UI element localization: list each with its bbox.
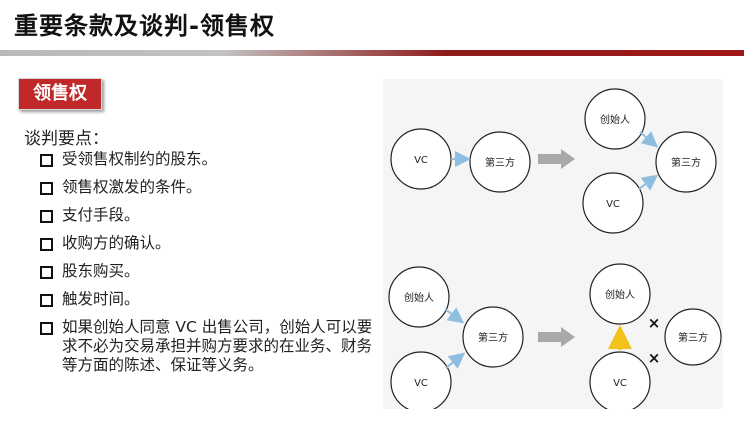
drag-along-diagram: VC 第三方 创始人 VC 第三方 创始人 VC 第三方 创始人 VC 第三方: [383, 79, 723, 409]
checkbox-bullet-icon: [40, 154, 53, 167]
list-item: 领售权激发的条件。: [40, 178, 380, 197]
bottom-left-vc-label: VC: [414, 378, 428, 389]
checkbox-bullet-icon: [40, 322, 53, 335]
checkbox-bullet-icon: [40, 266, 53, 279]
checkbox-bullet-icon: [40, 238, 53, 251]
top-transition-arrow: [538, 149, 575, 169]
top-right-founder-node: [584, 88, 646, 150]
bottom-right-vc-node: [589, 351, 651, 409]
list-item: 收购方的确认。: [40, 234, 380, 253]
top-right-vc-node: [582, 172, 644, 234]
bottom-left-founder-node: [388, 266, 450, 328]
bottom-left-founder-label: 创始人: [404, 291, 434, 304]
checkbox-bullet-icon: [40, 182, 53, 195]
section-badge: 领售权: [18, 78, 102, 110]
points-heading: 谈判要点：: [24, 129, 109, 149]
top-left-third-party-label: 第三方: [485, 156, 515, 169]
checkbox-bullet-icon: [40, 210, 53, 223]
bottom-right-third-party-label: 第三方: [678, 331, 708, 344]
list-item: 触发时间。: [40, 290, 380, 309]
top-right-vc-label: VC: [606, 199, 620, 210]
bottom-left-vc-node: [390, 351, 452, 409]
bottom-right-cross-2: ×: [648, 349, 661, 367]
bottom-left-third-party-node: [462, 306, 524, 368]
bottom-transition-arrow: [538, 327, 575, 347]
bottom-right-founder-node: [589, 263, 651, 325]
bottom-right-founder-label: 创始人: [605, 288, 635, 301]
bottom-right-third-party-node: [664, 308, 722, 366]
top-right-arrow-founder: [639, 131, 659, 148]
list-item: 如果创始人同意 VC 出售公司，创始人可以要求不必为交易承担并购方要求的在业务、…: [40, 318, 380, 375]
list-item: 支付手段。: [40, 206, 380, 225]
top-left-vc-label: VC: [414, 155, 428, 166]
top-right-arrow-vc: [638, 174, 659, 191]
top-right-third-party-node: [655, 131, 717, 193]
title-divider: [0, 50, 744, 56]
bottom-left-arrow-vc: [445, 352, 466, 369]
page-title: 重要条款及谈判-领售权: [14, 12, 275, 40]
top-right-founder-label: 创始人: [600, 113, 630, 126]
bottom-right-cross-1: ×: [648, 314, 661, 332]
checkbox-bullet-icon: [40, 294, 53, 307]
list-item: 股东购买。: [40, 262, 380, 281]
bottom-right-vc-label: VC: [613, 378, 627, 389]
points-list: 受领售权制约的股东。 领售权激发的条件。 支付手段。 收购方的确认。 股东购买。…: [40, 150, 380, 384]
bottom-left-arrow-founder: [444, 307, 465, 324]
list-item: 受领售权制约的股东。: [40, 150, 380, 169]
top-right-third-party-label: 第三方: [671, 156, 701, 169]
diagram-svg: VC 第三方 创始人 VC 第三方 创始人 VC 第三方 创始人 VC 第三方: [388, 88, 722, 409]
bottom-left-third-party-label: 第三方: [478, 331, 508, 344]
